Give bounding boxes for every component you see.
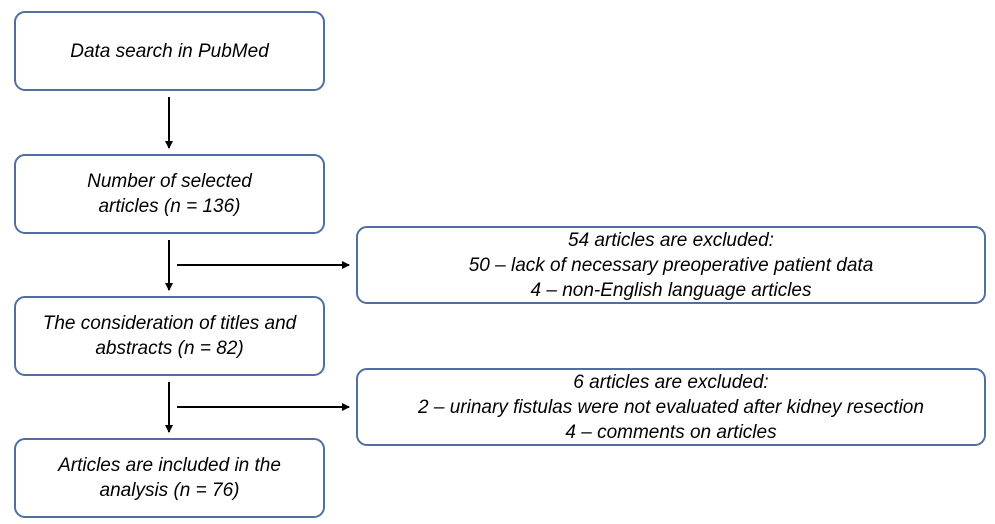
- selected-articles-line-2: articles (n = 136): [98, 196, 241, 217]
- second-exclusion-reason-1: 2 – urinary fistulas were not evaluated …: [418, 396, 924, 418]
- search-box-text: Data search in PubMed: [70, 40, 269, 62]
- first-exclusion-reason-1: 50 – lack of necessary preoperative pati…: [468, 254, 874, 276]
- included-articles-box: Articles are included in the analysis (n…: [14, 438, 325, 518]
- first-exclusion-reason-2: 4 – non-English language articles: [530, 279, 812, 301]
- consideration-line-2: abstracts (n = 82): [95, 338, 244, 359]
- consideration-line-1: The consideration of titles and: [42, 313, 297, 334]
- included-line-1: Articles are included in the: [58, 455, 281, 476]
- included-line-2: analysis (n = 76): [99, 480, 240, 501]
- search-box: Data search in PubMed: [14, 11, 325, 91]
- first-exclusion-title: 54 articles are excluded:: [568, 229, 774, 251]
- selected-articles-box: Number of selected articles (n = 136): [14, 154, 325, 234]
- second-exclusion-reason-2: 4 – comments on articles: [565, 421, 777, 443]
- second-exclusion-box: 6 articles are excluded: 2 – urinary fis…: [356, 368, 986, 446]
- first-exclusion-box: 54 articles are excluded: 50 – lack of n…: [356, 226, 986, 304]
- second-exclusion-title: 6 articles are excluded:: [573, 371, 769, 393]
- selected-articles-line-1: Number of selected: [87, 171, 252, 192]
- consideration-box: The consideration of titles and abstract…: [14, 296, 325, 376]
